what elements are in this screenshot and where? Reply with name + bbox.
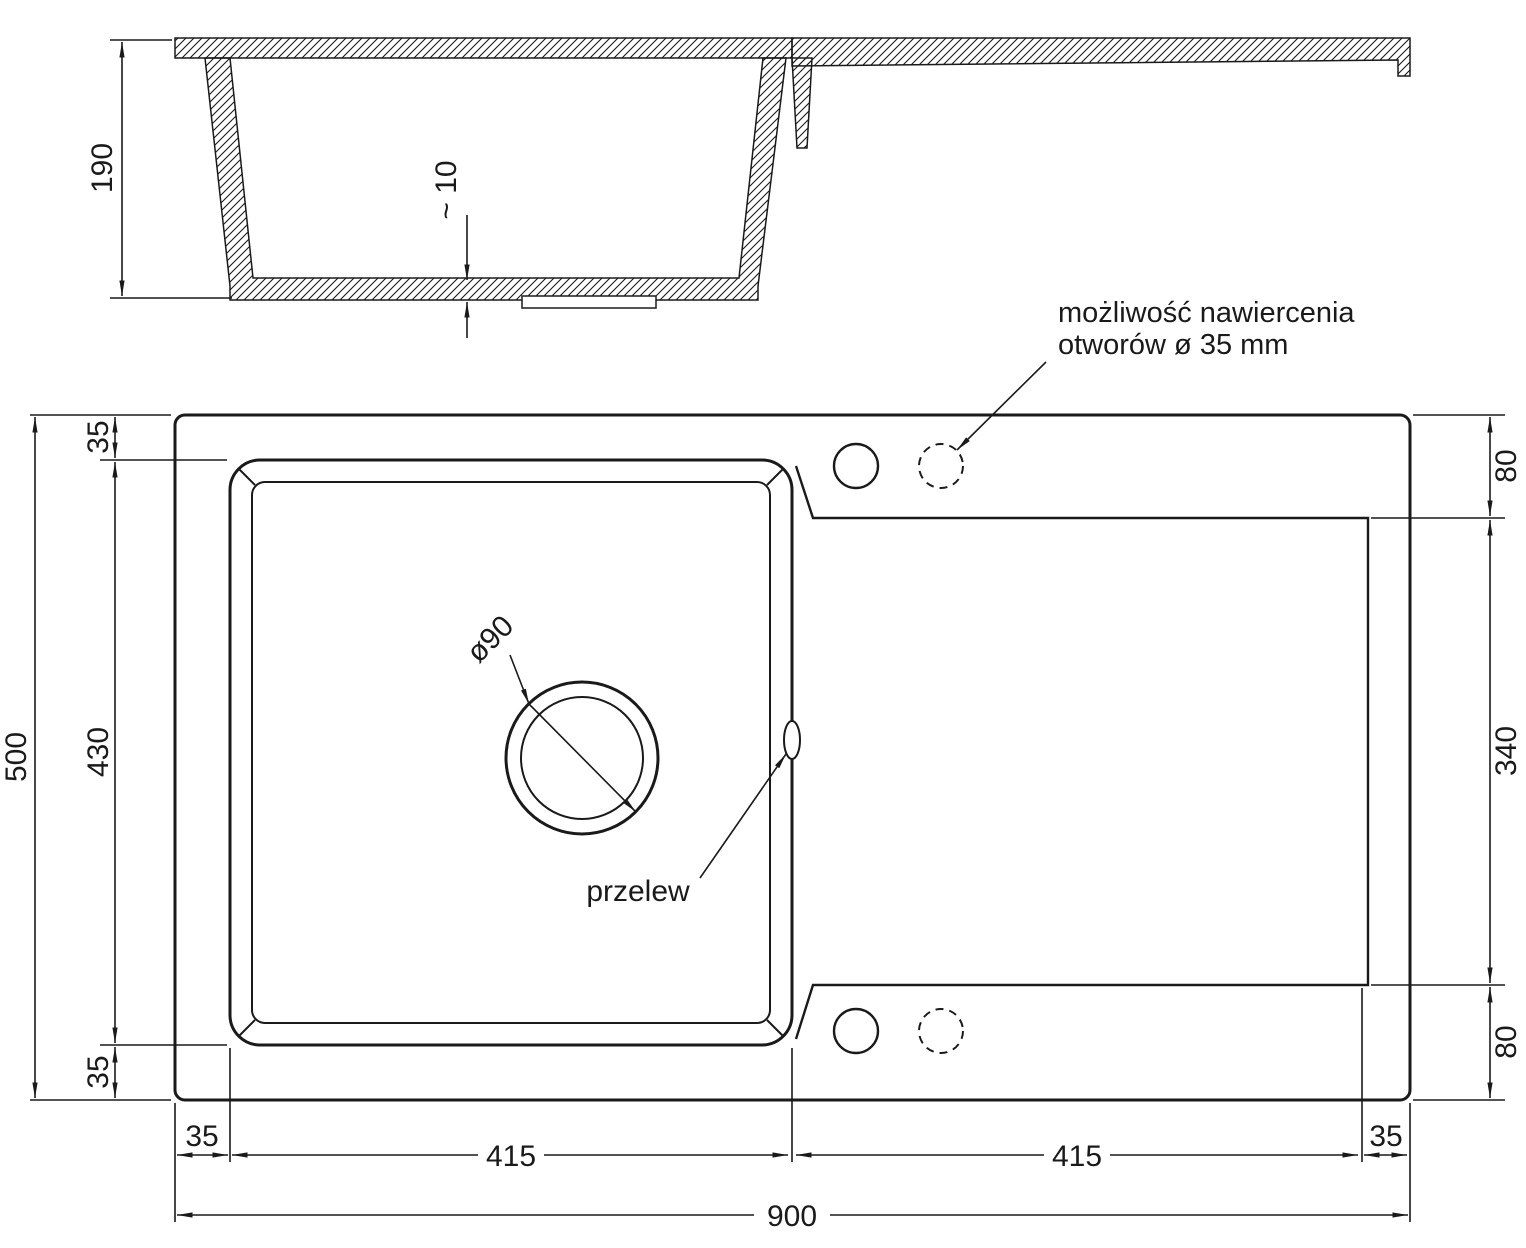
drainboard-panel <box>794 465 1370 1040</box>
side-view: 190 ~ 10 <box>86 37 1411 338</box>
optional-hole-top <box>918 443 964 489</box>
dim-label-thickness: ~ 10 <box>430 160 463 219</box>
dim-label-drainboard-height: 340 <box>1490 726 1523 776</box>
bowl-corner-ticks <box>238 468 784 1037</box>
dim-label-left-margin: 35 <box>185 1120 218 1153</box>
dim-label-bowl-width: 415 <box>486 1140 536 1173</box>
drilling-note-leader <box>956 361 1047 451</box>
basin-section <box>204 57 787 301</box>
dim-label-top-margin: 35 <box>82 420 115 453</box>
dim-label-bottom-margin: 35 <box>82 1055 115 1088</box>
dim-label-top-hole-offset: 80 <box>1490 449 1523 482</box>
dim-label-right-margin: 35 <box>1369 1120 1402 1153</box>
dimensions: 500 35 430 35 80 340 80 35 415 415 35 90… <box>0 414 1523 1233</box>
faucet-hole-bottom <box>832 1007 880 1055</box>
drain-outer-circle <box>504 680 660 836</box>
drilling-note-line2: otworów ø 35 mm <box>1058 329 1288 361</box>
drain-leader-a <box>509 654 530 705</box>
dim-label-bowl-height: 430 <box>82 727 115 777</box>
drain-leader-b <box>528 703 637 813</box>
faucet-hole-top <box>832 442 880 490</box>
plan-view: ø90 przelew możliwość nawiercenia otworó… <box>173 297 1412 1102</box>
overflow-leader <box>699 753 787 879</box>
drain-inner-circle <box>520 696 644 820</box>
extension-lines <box>30 414 1505 1222</box>
drilling-note-line1: możliwość nawiercenia <box>1058 297 1355 329</box>
drainboard-section <box>791 37 1411 77</box>
bowl-inner <box>251 481 771 1024</box>
ext-lines-depth <box>110 39 232 299</box>
dim-label-depth: 190 <box>86 143 119 193</box>
bowl-outer <box>228 458 794 1047</box>
overflow-label: przelew <box>586 875 690 908</box>
rim-section-left <box>174 37 793 59</box>
overflow-slot <box>783 720 801 760</box>
optional-hole-bottom <box>918 1008 964 1054</box>
dim-label-overall-width: 900 <box>767 1200 817 1233</box>
dim-label-bottom-hole-offset: 80 <box>1490 1025 1523 1058</box>
divider-section <box>791 57 813 149</box>
drain-recess <box>521 295 657 309</box>
dim-label-overall-height: 500 <box>0 732 33 782</box>
dim-label-drainboard-width: 415 <box>1052 1140 1102 1173</box>
